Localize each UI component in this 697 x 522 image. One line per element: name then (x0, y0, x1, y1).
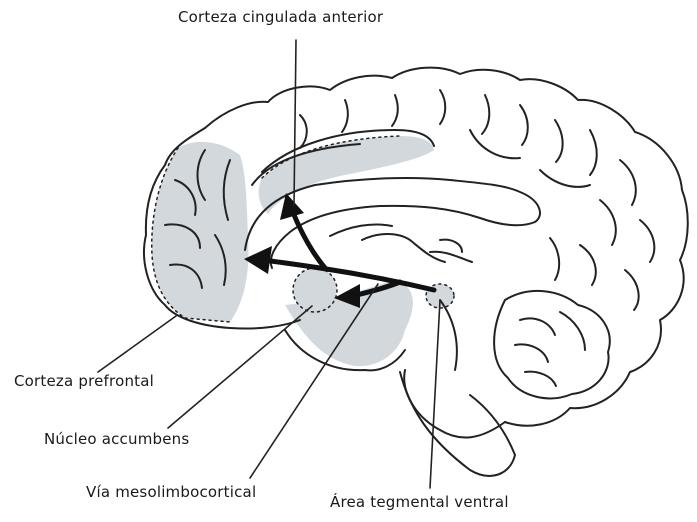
leader-prefrontal (98, 316, 176, 372)
brain-outline (144, 68, 688, 476)
leader-accumbens (168, 306, 312, 428)
prefrontal-cortex-label: Corteza prefrontal (14, 372, 154, 390)
pathway-shaft-cingulate (292, 210, 325, 268)
leader-vta (430, 300, 440, 488)
pathway-shaft-prefrontal (262, 260, 434, 290)
nucleus-accumbens-label: Núcleo accumbens (44, 430, 189, 448)
anterior-cingulate-label: Corteza cingulada anterior (178, 8, 383, 26)
ventral-tegmental-area-label: Área tegmental ventral (330, 493, 509, 511)
mesolimbocortical-pathway-label: Vía mesolimbocortical (86, 483, 256, 501)
